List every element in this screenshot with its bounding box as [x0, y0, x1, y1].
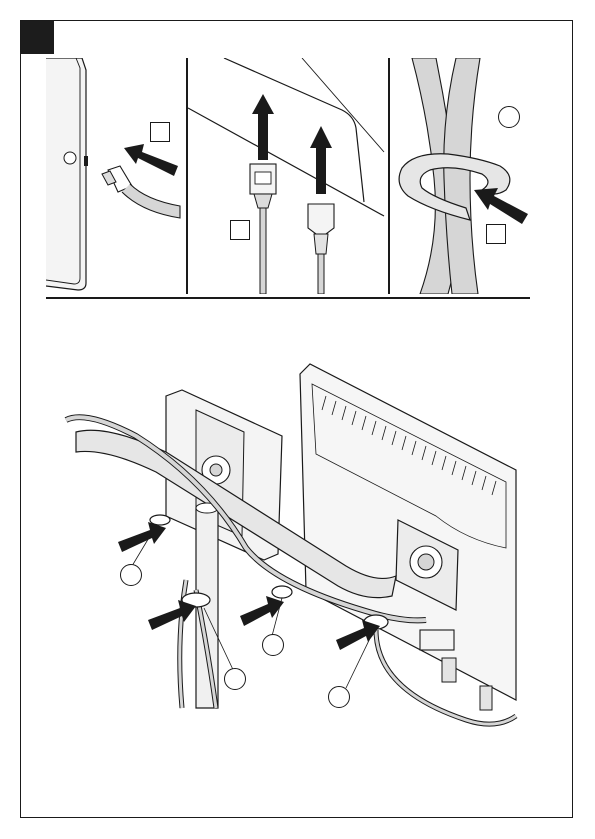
callout-marker-icon: [120, 564, 142, 586]
callout-marker-icon: [486, 224, 506, 244]
callout-marker-icon: [150, 122, 170, 142]
push-direction-arrow-icon: [148, 600, 196, 630]
push-direction-arrow-icon: [240, 596, 284, 626]
push-direction-arrow-icon: [252, 94, 274, 160]
dvi-power-illustration: [188, 58, 388, 294]
main-cable-management-illustration: [46, 340, 530, 780]
section-divider: [46, 297, 530, 299]
panel-cable-clip: [390, 58, 530, 294]
push-direction-arrow-icon: [474, 188, 528, 224]
cable-clip-illustration: [390, 58, 530, 294]
callout-marker-icon: [230, 220, 250, 240]
callout-marker-icon: [262, 634, 284, 656]
push-direction-arrow-icon: [310, 126, 332, 194]
push-direction-arrow-icon: [124, 144, 178, 176]
push-direction-arrow-icon: [118, 522, 166, 552]
panel-dvi-power-disconnect: [188, 58, 388, 294]
usb-disconnect-illustration: [46, 58, 186, 294]
monitor-arm-illustration: [46, 340, 530, 780]
callout-marker-icon: [224, 668, 246, 690]
panel-usb-disconnect: [46, 58, 186, 294]
push-direction-arrow-icon: [336, 620, 380, 650]
callout-marker-icon: [328, 686, 350, 708]
step-number-tab: [21, 21, 54, 54]
callout-marker-icon: [498, 106, 520, 128]
